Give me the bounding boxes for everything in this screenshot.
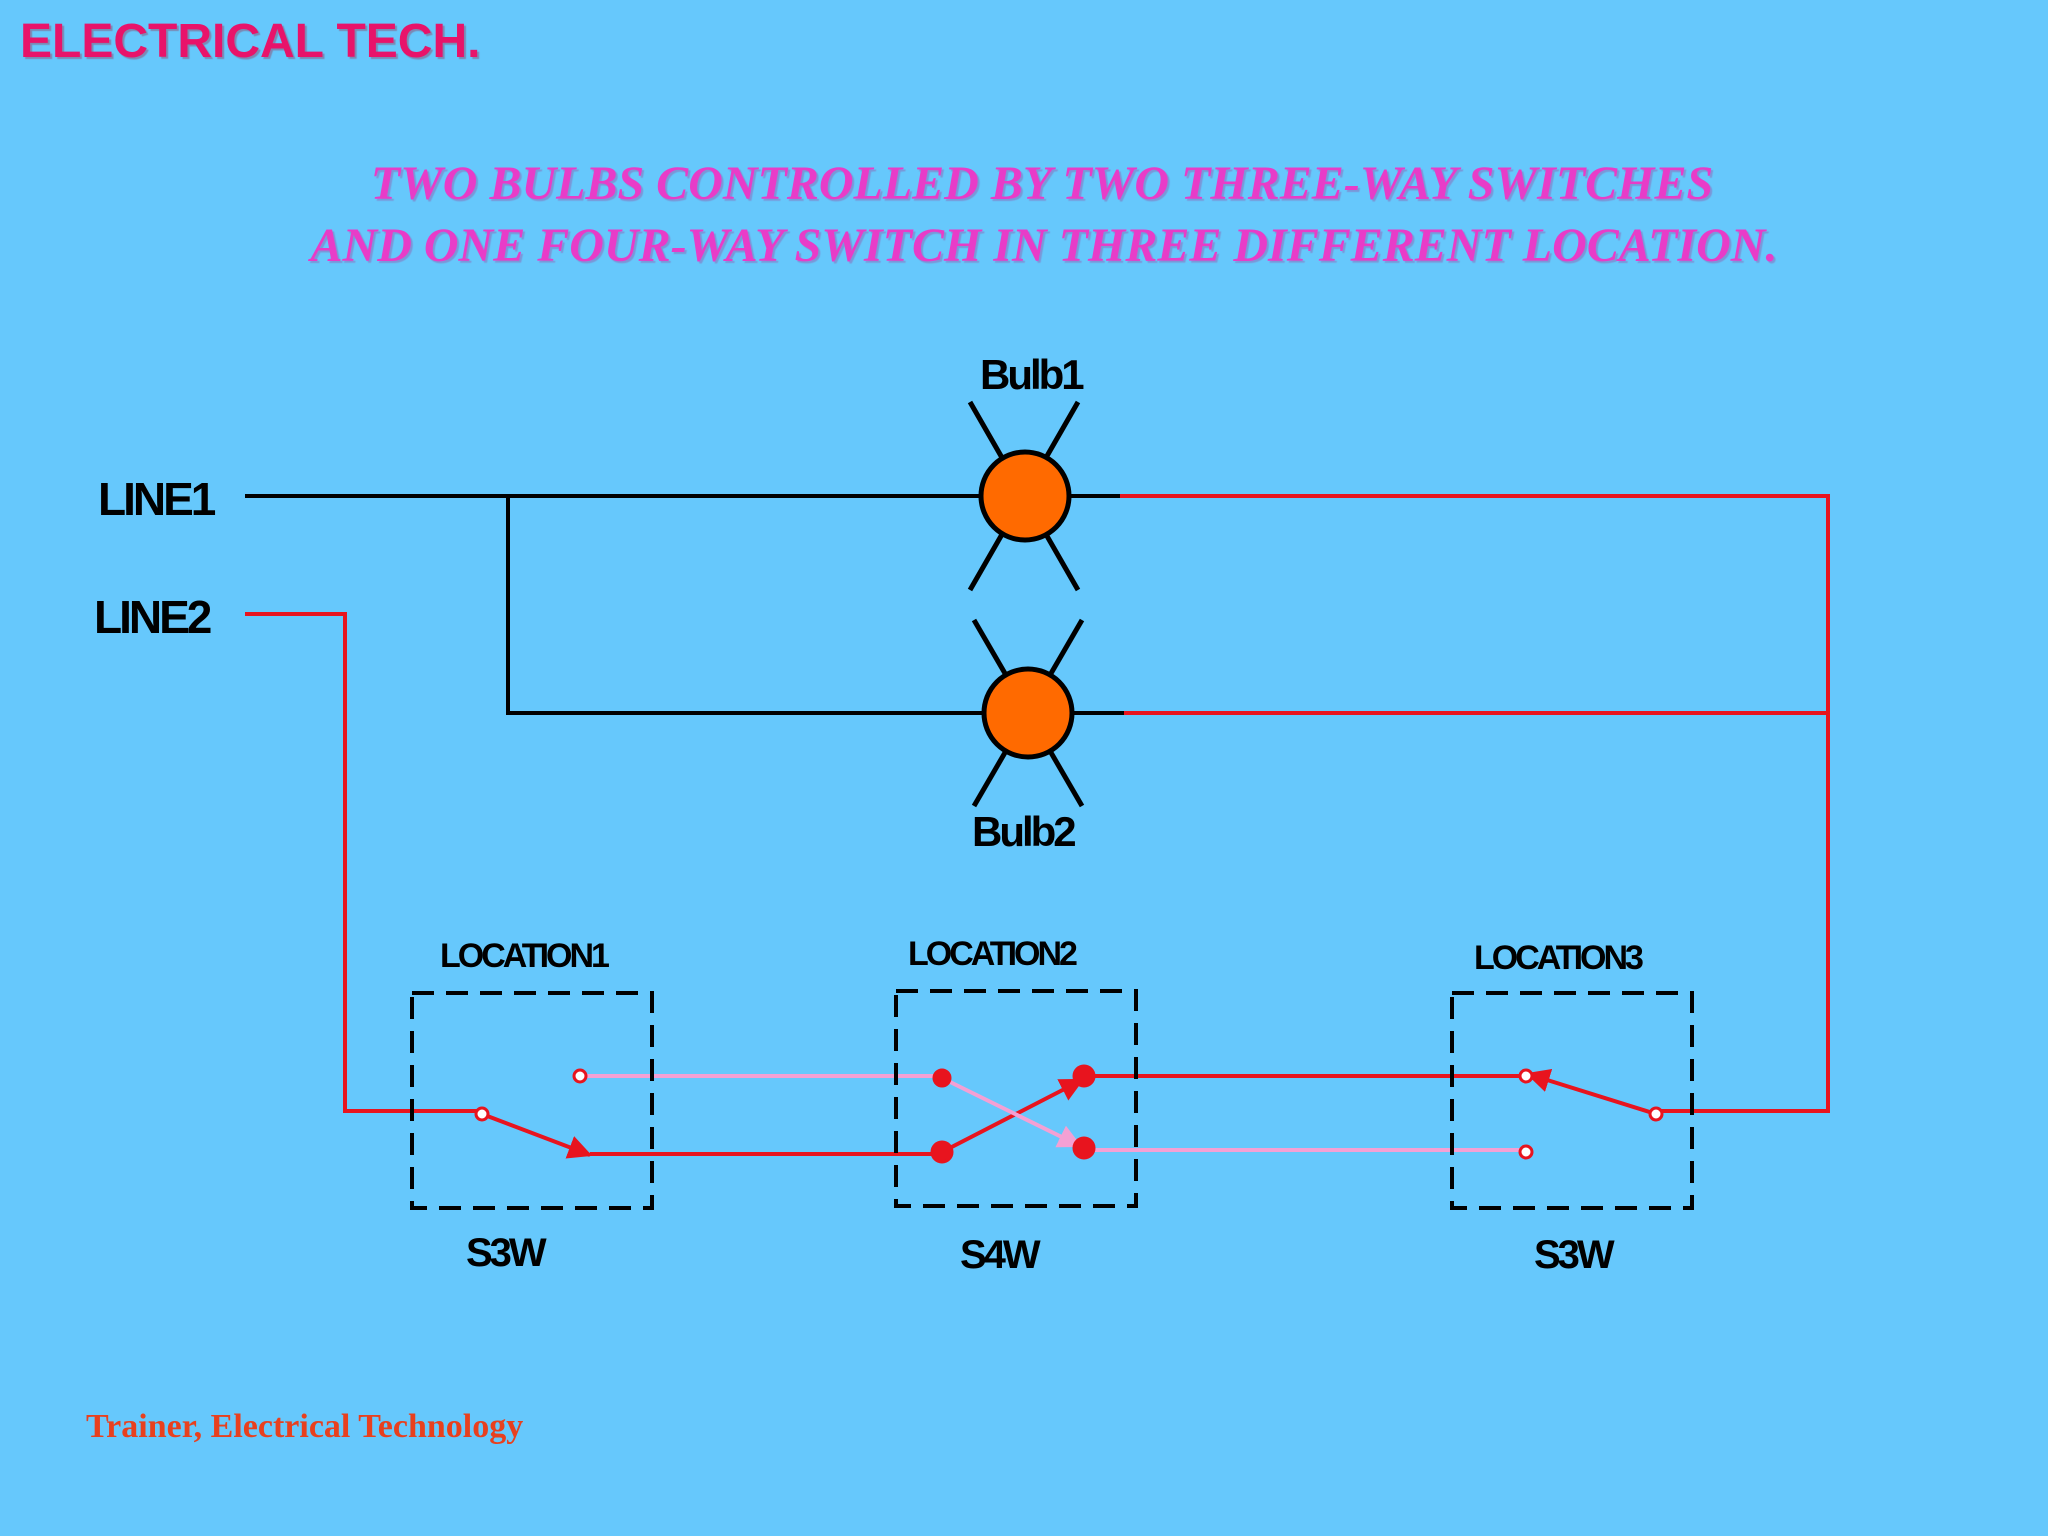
bulb1 — [967, 400, 1081, 592]
diagram-title-line-2: AND ONE FOUR-WAY SWITCH IN THREE DIFFERE… — [310, 219, 1778, 272]
location2-label: LOCATION2 — [908, 935, 1077, 973]
switch2-terminal-a — [932, 1068, 952, 1088]
switch3-label: S3W — [1534, 1233, 1615, 1277]
switch3-common-terminal — [1648, 1106, 1664, 1122]
line2-label: LINE2 — [94, 591, 211, 643]
footer-credit: Trainer, Electrical Technology — [86, 1408, 524, 1445]
location1-label: LOCATION1 — [440, 937, 609, 975]
switch1-traveler-terminal — [572, 1068, 588, 1084]
bulb2-lamp — [981, 666, 1075, 760]
switch2-label: S4W — [960, 1233, 1041, 1277]
switch2-box — [894, 989, 1138, 1208]
bulb2-label: Bulb2 — [972, 808, 1075, 855]
switch1-label: S3W — [466, 1231, 547, 1275]
switch3-box — [1450, 991, 1694, 1210]
switch1-common-terminal — [474, 1106, 490, 1122]
switch2-terminal-d — [1072, 1136, 1096, 1160]
return-wire — [1120, 494, 1830, 1113]
switch1-box — [410, 991, 654, 1210]
neutral-wires — [245, 494, 1124, 715]
switch3-traveler-terminal-a — [1518, 1068, 1534, 1084]
switch-terminals — [474, 1064, 1664, 1164]
switch-boxes — [410, 989, 1694, 1210]
switch2-terminal-c — [1072, 1064, 1096, 1088]
switch2-blade-pink — [941, 1076, 1083, 1148]
line2-wire — [245, 612, 482, 1113]
brand-title: ELECTRICAL TECH. — [20, 15, 481, 68]
switch2-blade-red — [941, 1078, 1085, 1154]
switch1-blade — [481, 1112, 593, 1159]
bulb1-label: Bulb1 — [980, 351, 1084, 398]
bulb1-lamp — [978, 449, 1072, 543]
traveler-wires — [580, 1074, 1526, 1152]
line1-branch-wire — [506, 496, 985, 715]
switch3-blade — [1525, 1068, 1657, 1116]
switch2-terminal-b — [930, 1140, 954, 1164]
bulb2 — [971, 618, 1085, 808]
diagram-title-line-1: TWO BULBS CONTROLLED BY TWO THREE-WAY SW… — [370, 157, 1714, 210]
line1-label: LINE1 — [98, 473, 216, 525]
location3-label: LOCATION3 — [1474, 939, 1643, 977]
switch3-traveler-terminal-b — [1518, 1144, 1534, 1160]
